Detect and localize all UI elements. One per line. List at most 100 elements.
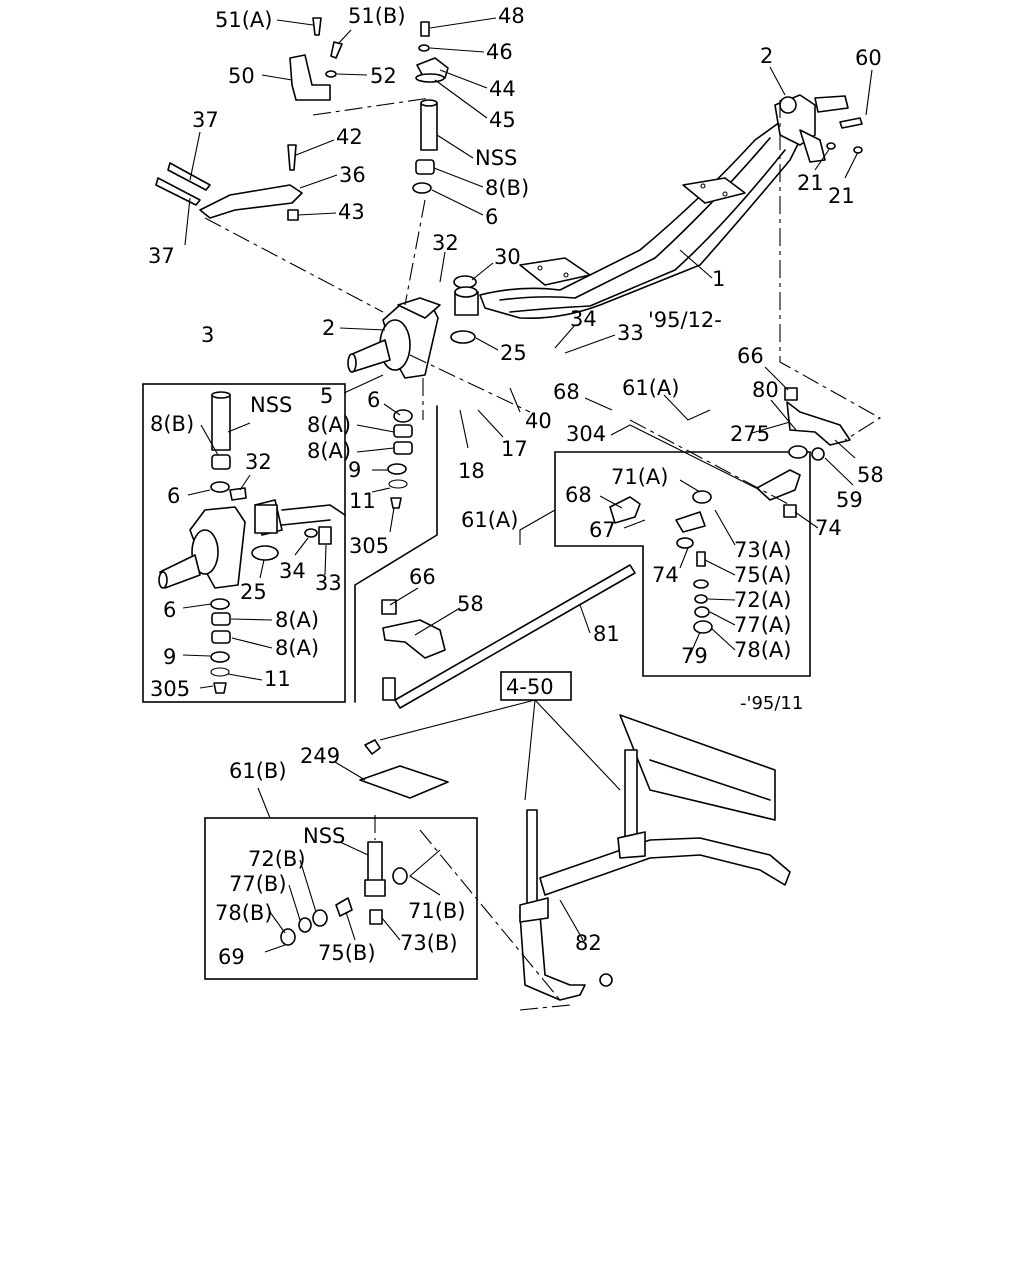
label-6-mid: 6 (367, 388, 380, 412)
label-82: 82 (575, 931, 602, 955)
label-80: 80 (752, 378, 779, 402)
label-6-top: 6 (485, 205, 498, 229)
label-6-box2: 6 (163, 598, 176, 622)
label-75a: 75(A) (734, 563, 791, 587)
label-8a-box1: 8(A) (275, 608, 319, 632)
label-8b-top: 8(B) (485, 176, 529, 200)
label-18: 18 (458, 459, 485, 483)
label-8a-box2: 8(A) (275, 636, 319, 660)
label-58-right: 58 (857, 463, 884, 487)
label-78b: 78(B) (215, 901, 273, 925)
tie-rod-drawing (381, 490, 713, 709)
label-72a: 72(A) (734, 588, 791, 612)
tie-rod-end-box-a (554, 451, 811, 677)
label-52: 52 (370, 64, 397, 88)
label-44: 44 (489, 77, 516, 101)
label-73b: 73(B) (400, 931, 458, 955)
label-68-top: 68 (553, 380, 580, 404)
label-71b: 71(B) (408, 899, 466, 923)
label-nss-box: NSS (250, 393, 292, 417)
label-2-mid: 2 (322, 316, 335, 340)
label-77a: 77(A) (734, 613, 791, 637)
label-36: 36 (339, 163, 366, 187)
axle-beam-drawing (479, 121, 806, 320)
label-21a: 21 (797, 171, 824, 195)
label-nss-bot: NSS (303, 824, 345, 848)
kit-knuckle-drawing (158, 499, 346, 589)
kingpin-stack-drawing (387, 21, 479, 509)
label-71a: 71(A) (611, 465, 668, 489)
label-33-top: 33 (617, 321, 644, 345)
label-33-box: 33 (315, 571, 342, 595)
label-67: 67 (589, 518, 616, 542)
label-46: 46 (486, 40, 513, 64)
leader-lines (182, 17, 873, 953)
label-68-mid: 68 (565, 483, 592, 507)
label-69: 69 (218, 945, 245, 969)
reference-box-4-50[interactable] (500, 671, 572, 701)
label-51a: 51(A) (215, 8, 272, 32)
label-51b: 51(B) (348, 4, 406, 28)
label-30: 30 (494, 245, 521, 269)
label-60: 60 (855, 46, 882, 70)
kingpin-kit-box (142, 383, 346, 703)
label-ref-4-50[interactable]: 4-50 (506, 675, 554, 699)
label-date-old: -'95/11 (740, 693, 803, 714)
kit-stack-drawing (210, 391, 332, 694)
label-77b: 77(B) (229, 872, 287, 896)
label-3: 3 (201, 323, 214, 347)
label-42: 42 (336, 125, 363, 149)
label-50: 50 (228, 64, 255, 88)
label-9-box: 9 (163, 645, 176, 669)
label-2-top: 2 (760, 44, 773, 68)
label-79: 79 (681, 644, 708, 668)
old-spec-boundary (354, 405, 438, 703)
label-61a-mid: 61(A) (461, 508, 518, 532)
label-61a-top: 61(A) (622, 376, 679, 400)
label-8b-box: 8(B) (150, 412, 194, 436)
label-66-right: 66 (737, 344, 764, 368)
label-74-right: 74 (815, 516, 842, 540)
right-link-drawing (756, 117, 863, 518)
label-34-box: 34 (279, 559, 306, 583)
label-81: 81 (593, 622, 620, 646)
label-8a-1: 8(A) (307, 413, 351, 437)
callout-labels: 51(A) 51(B) 48 46 50 52 44 45 2 60 37 42… (148, 4, 884, 969)
label-6-box: 6 (167, 484, 180, 508)
stabilizer-drawing (519, 714, 791, 1001)
label-304: 304 (566, 422, 606, 446)
label-249: 249 (300, 744, 340, 768)
label-66-mid: 66 (409, 565, 436, 589)
label-32-box: 32 (245, 450, 272, 474)
label-275: 275 (730, 422, 770, 446)
label-61b: 61(B) (229, 759, 287, 783)
label-11-box: 11 (264, 667, 291, 691)
bracket-drawing (155, 17, 343, 221)
label-25-top: 25 (500, 341, 527, 365)
tie-rod-end-b-drawing (280, 739, 449, 946)
label-48: 48 (498, 4, 525, 28)
label-45: 45 (489, 108, 516, 132)
label-73a: 73(A) (734, 538, 791, 562)
label-11-mid: 11 (349, 489, 376, 513)
label-305-mid: 305 (349, 534, 389, 558)
label-58-mid: 58 (457, 592, 484, 616)
label-43: 43 (338, 200, 365, 224)
label-78a: 78(A) (734, 638, 791, 662)
label-1: 1 (712, 267, 725, 291)
label-8a-2: 8(A) (307, 439, 351, 463)
label-305-box: 305 (150, 677, 190, 701)
label-59: 59 (836, 488, 863, 512)
label-40: 40 (525, 409, 552, 433)
label-5: 5 (320, 384, 333, 408)
label-37-bot: 37 (148, 244, 175, 268)
label-nss-top: NSS (475, 146, 517, 170)
label-25-box: 25 (240, 580, 267, 604)
label-74-mid: 74 (652, 563, 679, 587)
label-75b: 75(B) (318, 941, 376, 965)
left-knuckle-drawing (347, 297, 441, 379)
label-34-top: 34 (570, 307, 597, 331)
label-72b: 72(B) (248, 847, 306, 871)
dashed-centerlines (204, 97, 882, 1011)
